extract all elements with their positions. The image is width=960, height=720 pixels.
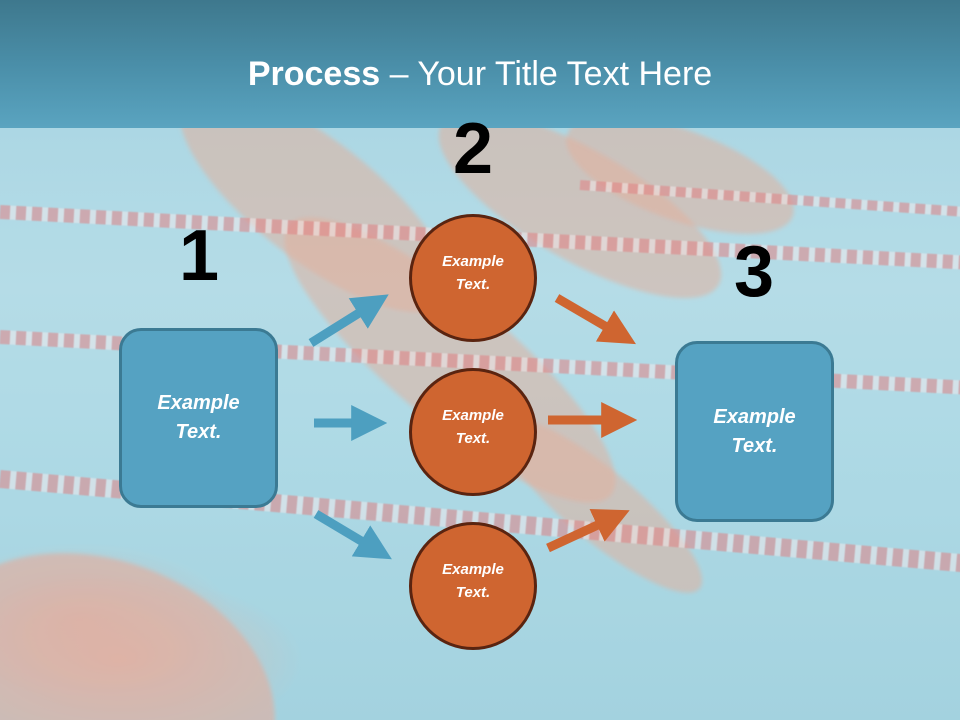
arrow-right-down-icon	[313, 510, 392, 560]
slide-title: Process – Your Title Text Here	[0, 52, 960, 96]
title-band	[0, 0, 960, 128]
title-bold: Process	[247, 55, 381, 93]
arrow-right-up-icon	[308, 294, 389, 347]
arrow-right-up-icon	[546, 508, 630, 553]
step-number-3: 3	[733, 232, 775, 312]
step-2-circle-top-text: Example Text.	[442, 253, 504, 293]
step-3-box[interactable]: Example Text.	[675, 341, 834, 522]
step-2-circle-top[interactable]: Example Text.	[409, 214, 537, 342]
step-2-circle-middle-text: Example Text.	[442, 407, 504, 447]
title-regular: – Your Title Text Here	[380, 55, 713, 93]
step-number-2: 2	[452, 109, 494, 189]
step-2-circle-middle[interactable]: Example Text.	[409, 368, 537, 496]
step-number-1: 1	[178, 216, 220, 296]
step-1-text: Example Text.	[157, 392, 240, 443]
step-3-text: Example Text.	[713, 405, 796, 457]
step-2-circle-bottom[interactable]: Example Text.	[409, 522, 537, 650]
step-1-box[interactable]: Example Text.	[119, 328, 278, 508]
step-2-circle-bottom-text: Example Text.	[442, 561, 504, 601]
arrow-right-down-icon	[554, 294, 636, 345]
